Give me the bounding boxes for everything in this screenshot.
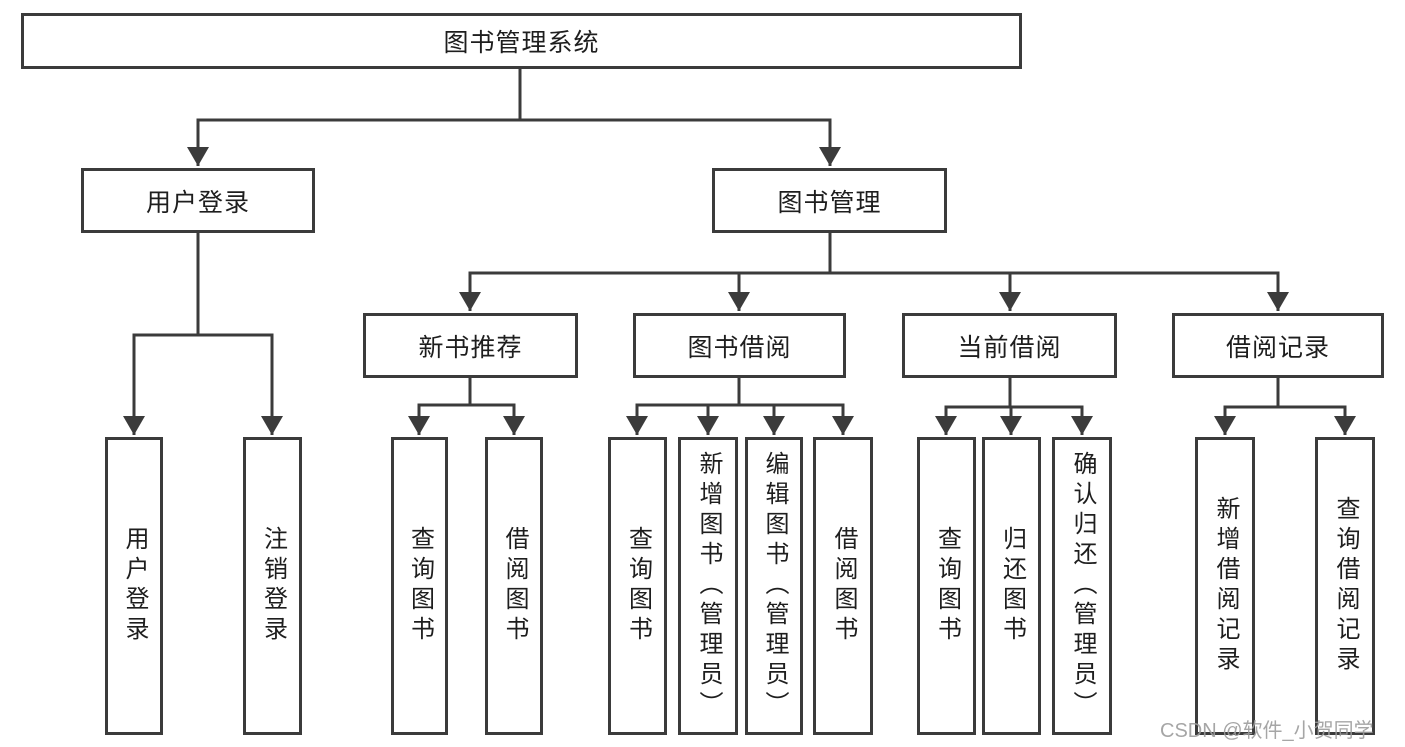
connector-user-login-stem-bar (132, 231, 274, 337)
leaf-add-book-admin: 新增图书（管理员） (678, 437, 738, 735)
node-user-login: 用户登录 (81, 168, 315, 233)
node-borrow-records: 借阅记录 (1172, 313, 1384, 378)
leaf-recommend-borrow-book: 借阅图书 (485, 437, 543, 735)
node-current-borrow: 当前借阅 (902, 313, 1117, 378)
connector-new-book-stem-bar (417, 376, 516, 407)
watermark: CSDN @软件_小贺同学 (1160, 720, 1374, 742)
leaf-logout-login: 注销登录 (243, 437, 302, 735)
leaf-recommend-query-book: 查询图书 (391, 437, 448, 735)
leaf-confirm-return-admin: 确认归还（管理员） (1052, 437, 1112, 735)
connector-root-stem-bar (196, 67, 832, 122)
node-book-management: 图书管理 (712, 168, 947, 233)
leaf-borrow-query-book: 查询图书 (608, 437, 667, 735)
connector-current-borrow-stem-bar (944, 376, 1084, 409)
connector-borrow-records-stem-bar (1223, 376, 1347, 409)
leaf-add-borrow-record: 新增借阅记录 (1195, 437, 1255, 735)
leaf-return-book: 归还图书 (982, 437, 1041, 735)
leaf-borrow-borrow-book: 借阅图书 (813, 437, 873, 735)
leaf-current-query-book: 查询图书 (917, 437, 976, 735)
leaf-user-login: 用户登录 (105, 437, 163, 735)
node-new-book-recommend: 新书推荐 (363, 313, 578, 378)
leaf-edit-book-admin: 编辑图书（管理员） (745, 437, 803, 735)
node-root: 图书管理系统 (21, 13, 1022, 69)
leaf-query-borrow-record: 查询借阅记录 (1315, 437, 1375, 735)
connector-book-borrow-stem-bar (635, 376, 845, 407)
connector-book-management-stem-bar (468, 231, 1280, 275)
node-book-borrow: 图书借阅 (633, 313, 846, 378)
